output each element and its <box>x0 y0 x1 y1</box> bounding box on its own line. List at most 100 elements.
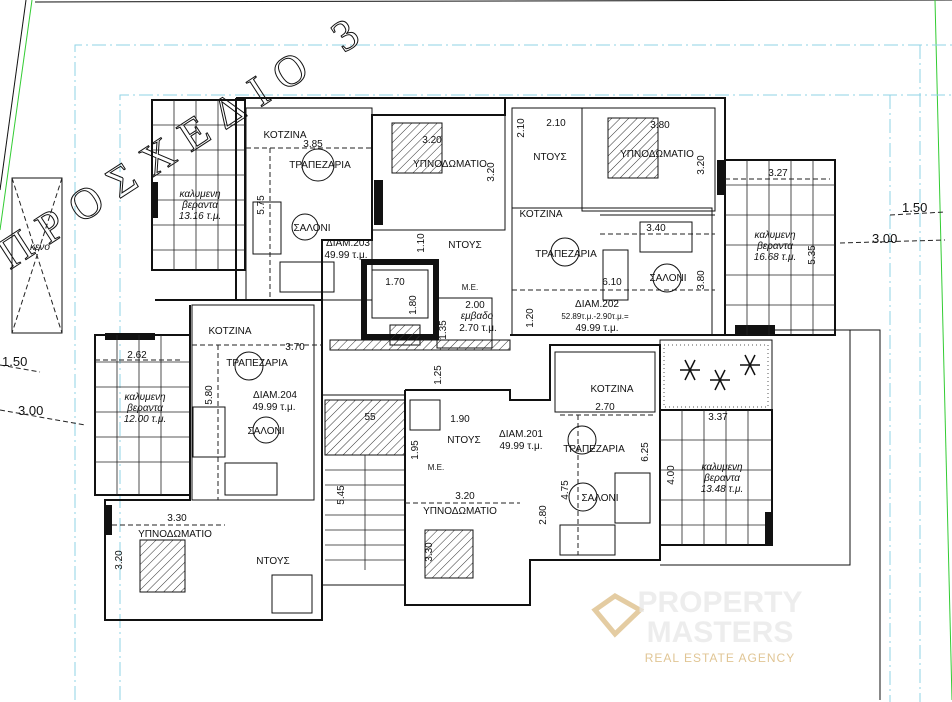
veranda-204-tiles <box>95 335 190 495</box>
label-apartments-1-rooms-living: ΣΑΛΟΝΙ <box>649 273 686 284</box>
label-apartments-1-veranda-dims-0: 3.27 <box>768 168 788 179</box>
label-apartments-2-rooms-kitchen: ΚΟΤΖΙΝΑ <box>208 326 251 337</box>
label-setbacks-a: 1.50 <box>2 354 27 369</box>
label-apartments-3-dims-7: 1.95 <box>410 440 421 460</box>
label-apartments-2-veranda-line2: βεραντα <box>126 403 163 414</box>
label-apartments-3-dims-0: 2.70 <box>595 402 615 413</box>
label-apartments-1-dims-4: 3.40 <box>646 223 666 234</box>
label-apartments-1-dims-2: 3.80 <box>650 120 670 131</box>
label-apartments-2-veranda-line1: καλυμενη <box>124 392 166 403</box>
label-apartments-0-dims-3: 3.20 <box>486 162 497 182</box>
label-apartments-2-dims-1: 5.80 <box>204 385 215 405</box>
label-apartments-3-rooms-bedroom: ΥΠΝΟΔΩΜΑΤΙΟ <box>423 506 497 517</box>
veranda-203-tiles <box>152 100 245 270</box>
apartment-203: ΚΟΤΖΙΝΑ 3.85 ΤΡΑΠΕΖΑΡΙΑ 5.75 ΣΑΛΟΝΙ ΔΙΑΜ… <box>151 97 506 301</box>
label-core-store-label: εμβαδο <box>461 311 494 322</box>
label-apartments-1-dims-7: 1.20 <box>525 308 536 328</box>
apartment-area: 49.99 τ.μ. <box>324 250 367 261</box>
label-setbacks-d: 3.00 <box>872 231 897 246</box>
veranda-201: 3.37 4.00 καλυμενη βεραντα 13.48 τ.μ. <box>659 329 851 566</box>
label-apartments-1-rooms-bedroom: ΥΠΝΟΔΩΜΑΤΙΟ <box>620 149 694 160</box>
label-apartments-1-veranda-line2: βεραντα <box>756 241 793 252</box>
label-apartments-1-dims-1: 2.10 <box>516 118 527 138</box>
label-apartments-3-rooms-living: ΣΑΛΟΝΙ <box>581 493 618 504</box>
void-label: κενο <box>30 242 50 253</box>
label-apartments-3-area: 49.99 τ.μ. <box>499 441 542 452</box>
label-apartments-1-veranda-line1: καλυμενη <box>754 230 796 241</box>
label-apartments-2-dims-3: 3.20 <box>114 550 125 570</box>
label-apartments-3-id: ΔΙΑΜ.201 <box>499 429 543 440</box>
label-apartments-3-dims-5: 3.30 <box>424 542 435 562</box>
label-apartments-2-rooms-bedroom: ΥΠΝΟΔΩΜΑΤΙΟ <box>138 529 212 540</box>
setback-dims: 1.50 3.00 1.50 3.00 <box>0 200 946 426</box>
label-apartments-3-rooms-wc: Μ.Ε. <box>428 463 444 472</box>
label-apartments-3-rooms-bath: ΝΤΟΥΣ <box>447 435 480 446</box>
label-apartments-1-id: ΔΙΑΜ.202 <box>575 299 619 310</box>
label-apartments-1-area: 49.99 τ.μ. <box>575 323 618 334</box>
apartment-202: 2.10 2.10 3.80 ΝΤΟΥΣ ΥΠΝΟΔΩΜΑΤΙΟ 3.20 ΚΟ… <box>505 97 836 336</box>
label-apartments-3-dims-4: 3.20 <box>455 491 475 502</box>
label-apartments-0-rooms-kitchen: ΚΟΤΖΙΝΑ <box>263 130 306 141</box>
label-apartments-0-dims-4: 1.10 <box>416 233 427 253</box>
label-apartments-0-rooms-bath: ΝΤΟΥΣ <box>448 240 481 251</box>
label-apartments-3-dims-2: 4.75 <box>560 480 571 500</box>
watermark-logo: PROPERTY MASTERS REAL ESTATE AGENCY <box>591 586 803 665</box>
label-core-corridor: 1.25 <box>433 365 444 385</box>
label-apartments-1-dims-0: 2.10 <box>546 118 566 129</box>
stair-treads <box>325 455 405 570</box>
label-apartments-3-dims-6: 1.90 <box>450 414 470 425</box>
label-apartments-1-rooms-kitchen: ΚΟΤΖΙΝΑ <box>519 209 562 220</box>
label-apartments-1-dims-6: 3.80 <box>696 270 707 290</box>
label-apartments-2-rooms-dining: ΤΡΑΠΕΖΑΡΙΑ <box>226 358 288 369</box>
label-apartments-3-dims-1: 6.25 <box>640 442 651 462</box>
label-watermark-line3: REAL ESTATE AGENCY <box>645 651 795 665</box>
label-apartments-0-rooms-dining: ΤΡΑΠΕΖΑΡΙΑ <box>289 160 351 171</box>
label-core-store-area: 2.70 τ.μ. <box>459 323 497 334</box>
label-apartments-0-dims-0: 3.85 <box>303 139 323 150</box>
label-core-stair_dims-1: 55 <box>364 412 376 423</box>
label-apartments-2-veranda-dims-0: 2.62 <box>127 350 147 361</box>
label-apartments-2-rooms-bath: ΝΤΟΥΣ <box>256 556 289 567</box>
label-apartments-1-veranda-dims-1: 5.35 <box>807 245 818 265</box>
label-apartments-3-veranda-dims-1: 4.00 <box>666 465 677 485</box>
label-setbacks-c: 1.50 <box>902 200 927 215</box>
label-apartments-2-veranda-area: 12.00 τ.μ. <box>124 414 167 425</box>
label-core-lift_dims-0: 1.70 <box>385 277 405 288</box>
apartment-204: 2.62 καλυμενη βεραντα 12.00 τ.μ. ΚΟΤΖΙΝΑ… <box>94 299 323 621</box>
label-apartments-0-veranda-line1: καλυμενη <box>179 189 221 200</box>
label-core-store-dims-0: 2.00 <box>465 300 485 311</box>
label-apartments-1-veranda-area: 16.68 τ.μ. <box>754 252 797 263</box>
core: 1.70 1.80 Μ.Ε. 2.00 εμβαδο 2.70 τ.μ. 1.3… <box>321 259 511 586</box>
label-apartments-0-rooms-bedroom: ΥΠΝΟΔΩΜΑΤΙΟ <box>413 159 487 170</box>
label-apartments-2-dims-0: 3.70 <box>285 342 305 353</box>
label-watermark-line2: MASTERS <box>647 616 794 649</box>
label-apartments-3-dims-3: 2.80 <box>538 505 549 525</box>
label-apartments-0-rooms-living: ΣΑΛΟΝΙ <box>293 223 330 234</box>
label-apartments-0-dims-1: 5.75 <box>256 195 267 215</box>
label-apartments-3-veranda-line1: καλυμενη <box>701 462 743 473</box>
label-apartments-2-rooms-living: ΣΑΛΟΝΙ <box>247 426 284 437</box>
label-apartments-2-area: 49.99 τ.μ. <box>252 402 295 413</box>
label-apartments-0-veranda-line2: βεραντα <box>181 200 218 211</box>
label-core-lift_dims-1: 1.80 <box>408 295 419 315</box>
label-core-store-dims-1: 1.35 <box>438 320 449 340</box>
label-apartments-3-rooms-kitchen: ΚΟΤΖΙΝΑ <box>590 384 633 395</box>
label-apartments-1-dims-3: 3.20 <box>696 155 707 175</box>
label-apartments-0-veranda-area: 13.16 τ.μ. <box>179 211 222 222</box>
apartment-201: ΚΟΤΖΙΝΑ 2.70 ΔΙΑΜ.201 49.99 τ.μ. ΤΡΑΠΕΖΑ… <box>404 344 661 606</box>
label-core-stair_dims-0: 5.45 <box>336 485 347 505</box>
label-apartments-0-dims-2: 3.20 <box>422 135 442 146</box>
veranda-202-tiles <box>725 160 835 335</box>
planter-plant-icon <box>680 354 760 391</box>
label-apartments-3-veranda-dims-0: 3.37 <box>708 412 728 423</box>
label-watermark-line1: PROPERTY <box>637 586 802 619</box>
label-apartments-1-rooms-dining: ΤΡΑΠΕΖΑΡΙΑ <box>535 249 597 260</box>
label-apartments-1-rooms-bath: ΝΤΟΥΣ <box>533 152 566 163</box>
label-apartments-1-dims-5: 6.10 <box>602 277 622 288</box>
label-core-store-wc: Μ.Ε. <box>462 283 478 292</box>
void-area: κενο <box>11 177 63 334</box>
label-apartments-2-dims-2: 3.30 <box>167 513 187 524</box>
apartment-id: ΔΙΑΜ.203 <box>326 238 370 249</box>
